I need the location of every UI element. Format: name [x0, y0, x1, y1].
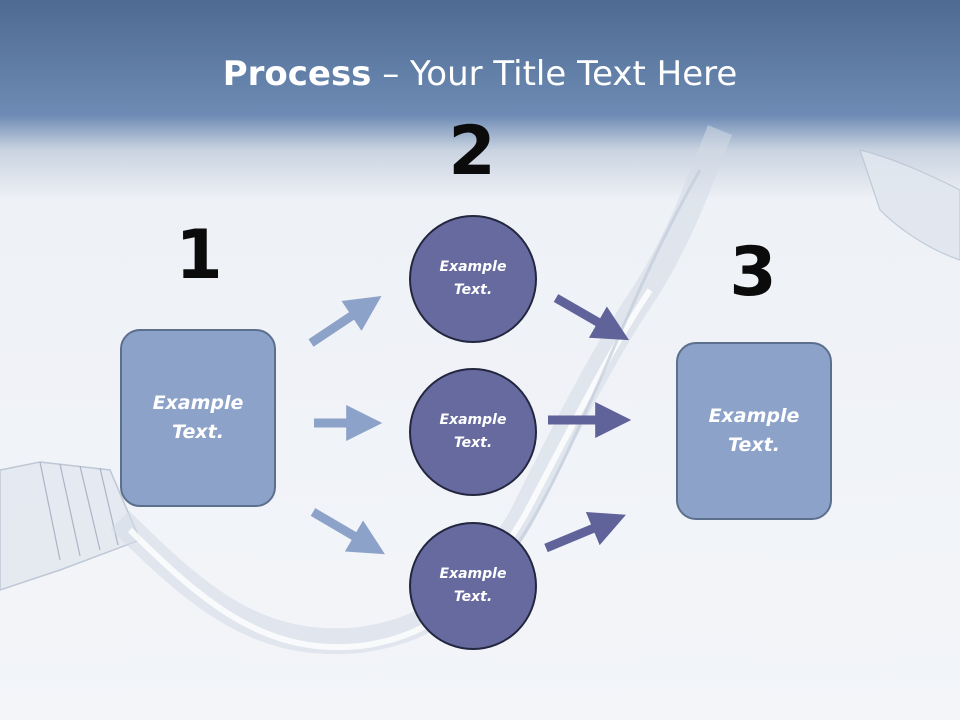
circle-top-text: Example Text.: [439, 259, 507, 298]
circle-top: Example Text.: [409, 215, 537, 343]
step-3-text: Example Text.: [708, 405, 800, 456]
step-number-3: 3: [729, 233, 777, 312]
circle-bottom: Example Text.: [409, 522, 537, 650]
step-3-box: Example Text.: [676, 342, 832, 520]
step-number-1: 1: [175, 216, 223, 295]
circle-middle: Example Text.: [409, 368, 537, 496]
title-bold: Process: [222, 54, 372, 94]
step-number-2: 2: [448, 112, 496, 191]
circle-bottom-text: Example Text.: [439, 566, 507, 605]
step-1-box: Example Text.: [120, 329, 276, 507]
circle-middle-text: Example Text.: [439, 412, 507, 451]
step-1-text: Example Text.: [152, 392, 244, 443]
slide-title: Process – Your Title Text Here: [0, 52, 960, 96]
title-rest: – Your Title Text Here: [371, 54, 738, 94]
